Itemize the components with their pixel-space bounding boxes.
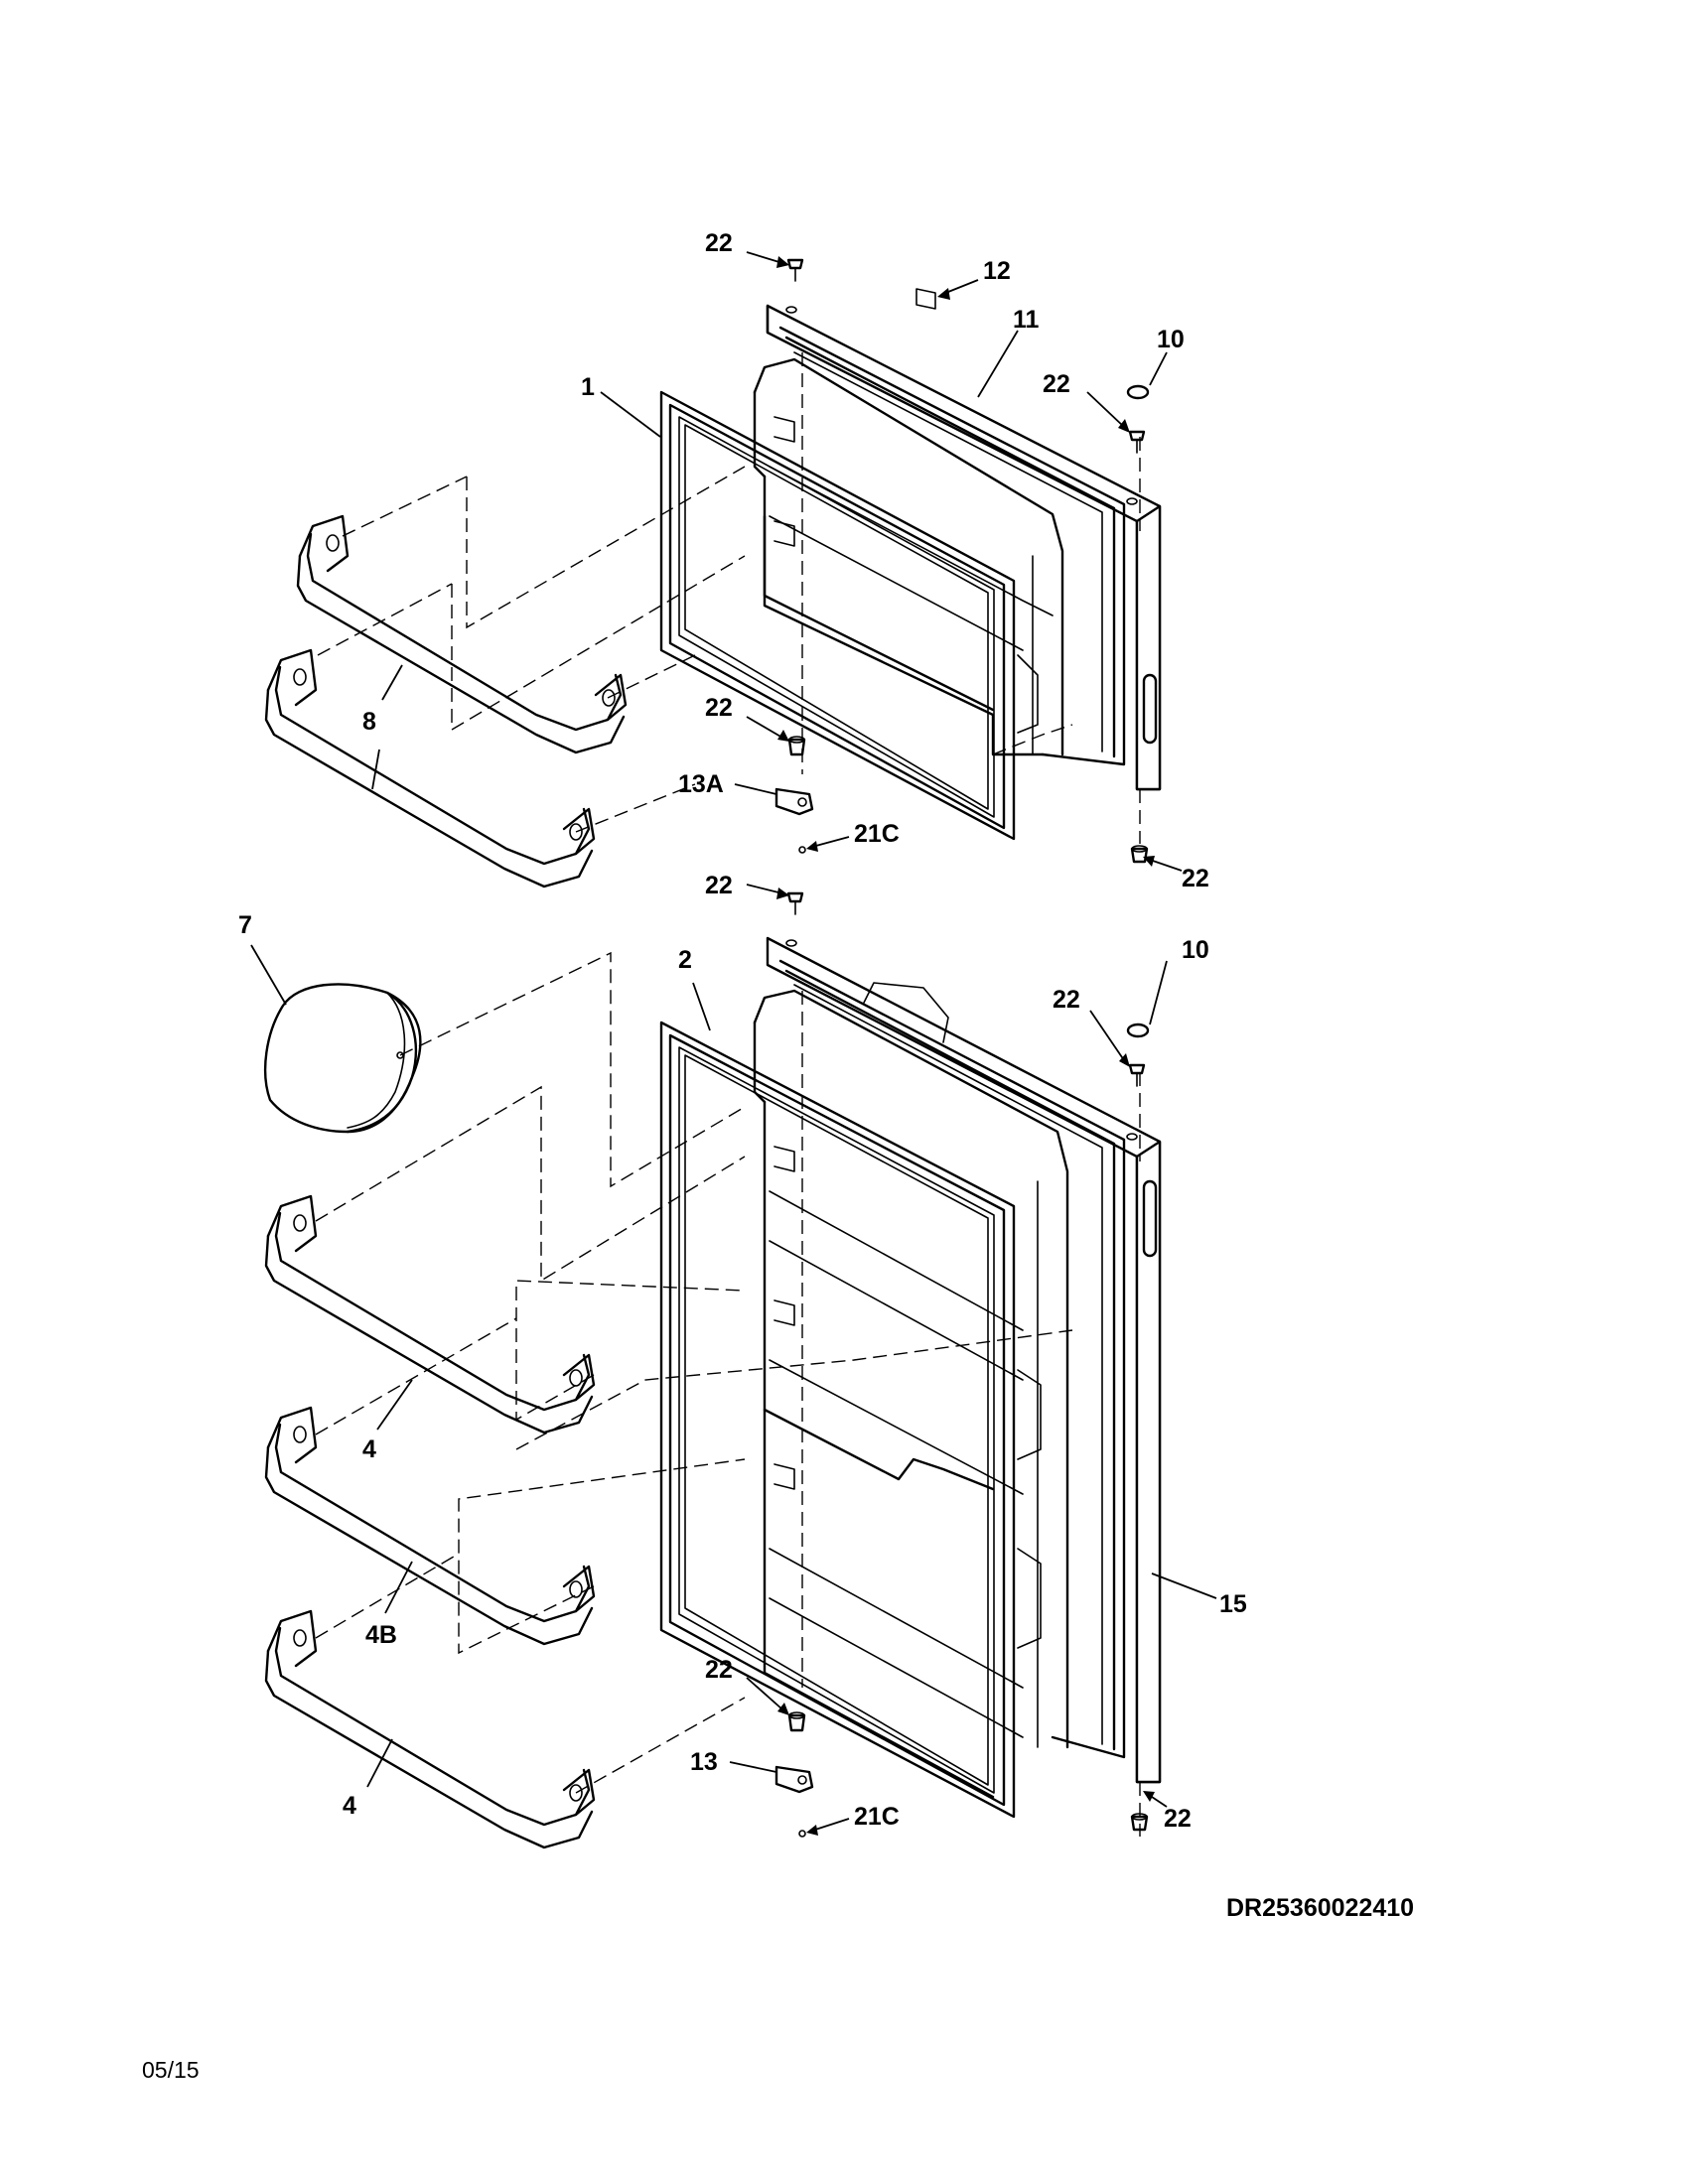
upper-top-screw <box>786 258 804 282</box>
part-callouts: 22 12 11 10 22 1 8 22 13A 21C 22 22 10 <box>238 229 1247 1836</box>
upper-door-liner <box>753 357 1064 756</box>
lower-hinge-screw <box>798 1830 806 1838</box>
label-upper-bottom-bushing: 22 <box>1182 865 1209 892</box>
lower-shelf-bars <box>264 1194 596 1849</box>
label-upper-hinge: 13A <box>678 770 724 798</box>
label-dairy-door: 7 <box>238 911 252 939</box>
dairy-door <box>263 983 422 1134</box>
upper-shelf-front <box>264 648 596 888</box>
upper-right-screw <box>1128 430 1146 454</box>
label-upper-screw-top: 22 <box>705 229 733 257</box>
upper-hinge-screw <box>798 846 806 854</box>
label-upper-hinge-screw: 21C <box>854 820 900 848</box>
label-lower-plug: 10 <box>1182 936 1209 964</box>
upper-bottom-bushing <box>1130 845 1149 864</box>
label-upper-cover: 12 <box>983 257 1011 285</box>
label-lower-hinge-screw: 21C <box>854 1803 900 1831</box>
upper-shelf-rear <box>296 514 628 754</box>
lower-right-screw <box>1128 1063 1146 1087</box>
label-lower-hinge-bushing: 22 <box>705 1656 733 1684</box>
upper-hinge-bushing <box>787 736 806 756</box>
lower-hinge <box>774 1765 814 1794</box>
label-upper-door: 11 <box>1013 306 1040 334</box>
upper-assembly-lines <box>317 352 1141 844</box>
label-upper-screw-right: 22 <box>1043 370 1070 398</box>
lower-gasket <box>659 1021 1016 1819</box>
upper-shelf-bars <box>264 514 628 888</box>
lower-handle-slot <box>1142 1179 1158 1258</box>
upper-door-panel <box>766 304 1162 791</box>
label-lower-gasket: 2 <box>678 946 692 974</box>
date-code: 05/15 <box>142 2057 200 2083</box>
drawing-number: DR25360022410 <box>1226 1894 1414 1922</box>
label-upper-hinge-bushing: 22 <box>705 694 733 722</box>
label-upper-shelf: 8 <box>362 708 376 736</box>
label-lower-bottom-bushing: 22 <box>1164 1805 1192 1833</box>
label-lower-screw-right: 22 <box>1053 986 1080 1014</box>
label-lower-shelf-c: 4 <box>343 1792 356 1820</box>
lower-door-assembly <box>659 936 1162 1819</box>
lower-plug <box>1126 1023 1150 1038</box>
lower-door-panel <box>766 936 1162 1784</box>
lower-shelf-b <box>264 1406 596 1646</box>
label-upper-plug: 10 <box>1157 326 1185 353</box>
upper-cover-plate <box>915 288 936 310</box>
upper-hinge <box>774 787 814 816</box>
label-lower-shelf-a: 4 <box>362 1435 376 1463</box>
lower-hardware <box>774 891 1150 1838</box>
upper-gasket <box>659 390 1016 841</box>
upper-hardware <box>774 258 1150 864</box>
lower-assembly-lines <box>315 951 1141 1837</box>
label-lower-screw-top: 22 <box>705 872 733 899</box>
lower-bottom-bushing <box>1130 1813 1149 1832</box>
label-lower-shelf-b: 4B <box>365 1621 397 1649</box>
lower-top-screw <box>786 891 804 915</box>
label-upper-gasket: 1 <box>581 373 595 401</box>
upper-door-assembly <box>659 304 1162 841</box>
lower-hinge-bushing <box>787 1711 806 1732</box>
upper-plug <box>1126 384 1150 400</box>
label-lower-hinge: 13 <box>690 1748 718 1776</box>
lower-shelf-c <box>264 1609 596 1849</box>
lower-shelf-a <box>264 1194 596 1434</box>
label-lower-door: 15 <box>1219 1590 1247 1618</box>
